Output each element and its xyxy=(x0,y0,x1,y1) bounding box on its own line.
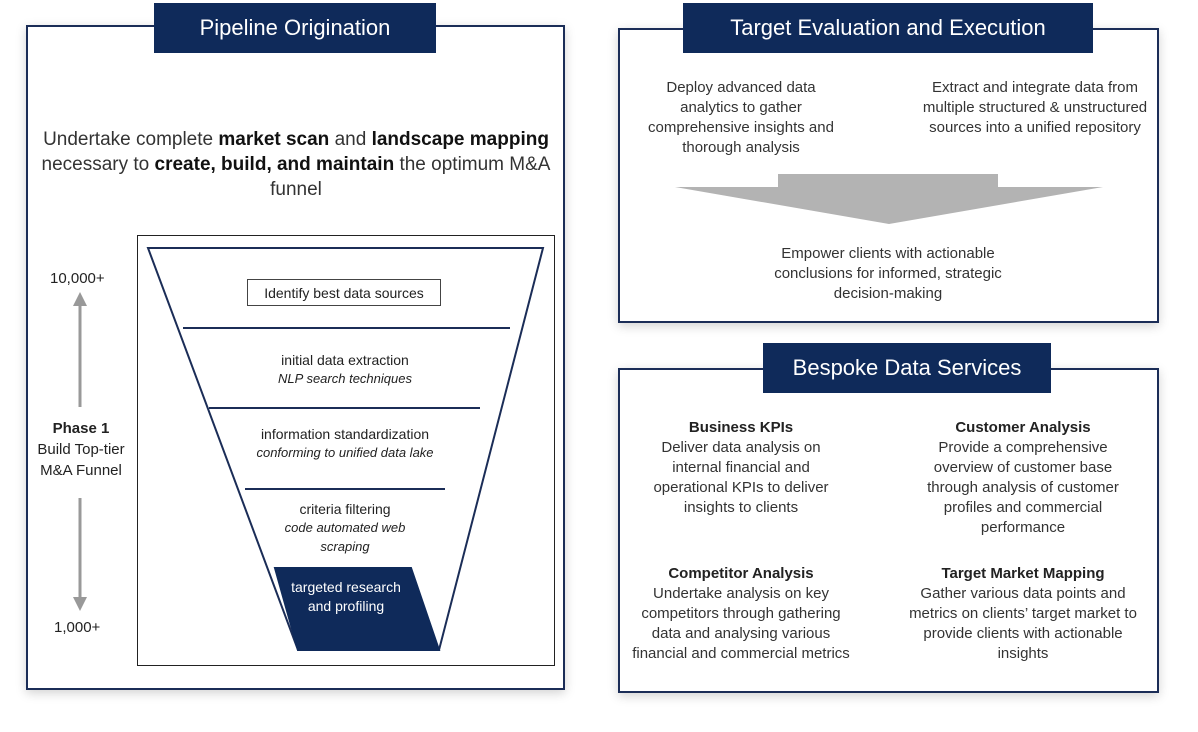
intro-bold: create, build, and maintain xyxy=(154,154,395,175)
intro-part: and xyxy=(329,129,372,150)
funnel-stage-2: initial data extraction NLP search techn… xyxy=(215,351,475,388)
stage-detail: code automated web scraping xyxy=(284,520,406,554)
service-title: Target Market Mapping xyxy=(941,565,1105,582)
service-customer-analysis: Customer Analysis Provide a comprehensiv… xyxy=(912,418,1134,538)
service-title: Customer Analysis xyxy=(955,419,1091,436)
target-evaluation-title: Target Evaluation and Execution xyxy=(683,3,1093,53)
stage-label: information standardization xyxy=(260,426,430,442)
count-bottom: 1,000+ xyxy=(54,619,101,636)
arrow-up-icon xyxy=(73,292,87,407)
service-business-kpis: Business KPIs Deliver data analysis on i… xyxy=(641,418,841,518)
pipeline-origination-title: Pipeline Origination xyxy=(154,3,436,53)
target-eval-bottom-text: Empower clients with actionable conclusi… xyxy=(774,245,1002,302)
count-top: 10,000+ xyxy=(50,270,105,287)
arrow-down-icon xyxy=(73,498,87,611)
intro-part: Undertake complete xyxy=(43,129,219,150)
bespoke-data-panel xyxy=(618,368,1159,693)
service-text: Provide a comprehensive overview of cust… xyxy=(927,439,1119,536)
merge-arrow-icon xyxy=(675,174,1103,224)
funnel-diagram xyxy=(146,247,545,651)
service-text: Deliver data analysis on internal financ… xyxy=(653,439,829,516)
service-title: Competitor Analysis xyxy=(668,565,814,582)
funnel-stage-5-label: targeted research and profiling xyxy=(291,579,401,614)
stage-label: criteria filtering xyxy=(299,501,391,517)
phase-label: Phase 1 Build Top-tier M&A Funnel xyxy=(28,418,134,481)
intro-part: necessary to xyxy=(41,154,155,175)
intro-part: the optimum M&A funnel xyxy=(270,154,551,200)
service-target-market-mapping: Target Market Mapping Gather various dat… xyxy=(902,564,1144,664)
target-eval-left-text: Deploy advanced data analytics to gather… xyxy=(648,79,834,156)
bespoke-data-title: Bespoke Data Services xyxy=(763,343,1051,393)
funnel-stage-4: criteria filtering code automated web sc… xyxy=(270,500,420,556)
pipeline-intro-text: Undertake complete market scan and lands… xyxy=(36,127,556,202)
stage-detail: NLP search techniques xyxy=(278,371,412,386)
service-title: Business KPIs xyxy=(688,419,794,436)
stage-label: initial data extraction xyxy=(281,352,409,368)
intro-bold: landscape mapping xyxy=(371,129,549,150)
service-text: Undertake analysis on key competitors th… xyxy=(632,585,850,662)
funnel-stage-3: information standardization conforming t… xyxy=(235,425,455,462)
stage-detail: conforming to unified data lake xyxy=(256,445,434,460)
target-eval-right-text: Extract and integrate data from multiple… xyxy=(922,79,1148,136)
funnel-final-stage xyxy=(273,567,441,651)
intro-bold: market scan xyxy=(218,129,330,150)
phase-title: Phase 1 xyxy=(52,420,110,437)
funnel-stage-1-label: Identify best data sources xyxy=(247,279,441,306)
service-text: Gather various data points and metrics o… xyxy=(909,585,1137,662)
phase-subtitle: Build Top-tier M&A Funnel xyxy=(37,441,125,479)
service-competitor-analysis: Competitor Analysis Undertake analysis o… xyxy=(629,564,853,664)
